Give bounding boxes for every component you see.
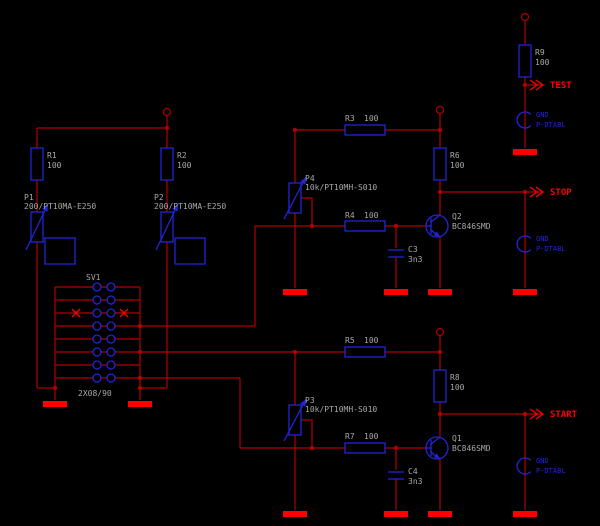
ground-bar [283,289,307,295]
net-flag-test[interactable]: TEST [529,79,572,91]
gnd-pad-value: P-DTABL [536,467,566,475]
resistor-r6[interactable]: R6 100 [433,147,465,181]
ground-bar [283,511,307,517]
value: 10k/PT10MH-S010 [305,183,377,192]
refdes: SV1 [86,273,101,282]
refdes: C4 [408,467,418,476]
resistor-r9[interactable]: R9 100 [518,44,550,78]
no-connect-cross [71,308,129,318]
refdes: Q2 [452,212,462,221]
resistor-r7[interactable]: R7 100 [344,432,386,454]
gnd-pad-stop[interactable]: GND P-DTABL [513,235,566,295]
refdes: R8 [450,373,460,382]
refdes: C3 [408,245,418,254]
net-label: START [550,410,578,420]
refdes: R3 [345,114,355,123]
ground-bar [513,511,537,517]
ground-bar [384,511,408,517]
gnd-pad-value: P-DTABL [536,245,566,253]
value: 100 [47,161,62,170]
supply-node-test[interactable] [520,12,530,22]
refdes: R4 [345,211,355,220]
value: 100 [364,211,379,220]
value: BC846SMD [452,444,491,453]
capacitor-c3[interactable]: C3 3n3 [388,245,423,264]
trimmer-p3[interactable]: P3 10k/PT10MH-S010 [283,396,377,442]
value: 100 [177,161,192,170]
value: 100 [450,383,465,392]
value: BC846SMD [452,222,491,231]
value: 100 [364,336,379,345]
resistor-r4[interactable]: R4 100 [344,211,386,232]
ground-bar [513,289,537,295]
value: 200/PT10MA-E250 [24,202,96,211]
gnd-pad-name: GND [536,111,549,119]
resistor-r8[interactable]: R8 100 [433,369,465,403]
capacitor-c4[interactable]: C4 3n3 [388,467,423,486]
ground-symbols [43,289,452,517]
wire-segments [36,20,543,510]
supply-node-stop[interactable] [435,105,445,115]
trimmer-p1[interactable]: P1 200/PT10MA-E250 [24,193,96,265]
resistor-r5[interactable]: R5 100 [344,336,386,358]
resistor-r1[interactable]: R1 100 [30,147,62,181]
supply-node-left[interactable] [162,107,172,117]
refdes: R5 [345,336,355,345]
refdes: P4 [305,174,315,183]
connector-sv1[interactable]: SV1 2X08/90 [71,273,129,398]
refdes: R6 [450,151,460,160]
ground-bar [43,401,67,407]
refdes: P3 [305,396,315,405]
net-flag-start[interactable]: START [529,408,578,420]
supply-node-start[interactable] [435,327,445,337]
value: 3n3 [408,255,423,264]
net-label: STOP [550,188,572,198]
value: 10k/PT10MH-S010 [305,405,377,414]
ground-bar [128,401,152,407]
refdes: R9 [535,48,545,57]
refdes: P1 [24,193,34,202]
gnd-pad-name: GND [536,457,549,465]
resistor-r3[interactable]: R3 100 [344,114,386,136]
value: 100 [364,114,379,123]
value: 2X08/90 [78,389,112,398]
refdes: P2 [154,193,164,202]
net-label: TEST [550,81,572,91]
gnd-pad-value: P-DTABL [536,121,566,129]
value: 100 [535,58,550,67]
ground-bar [384,289,408,295]
trimmer-p4[interactable]: P4 10k/PT10MH-S010 [283,174,377,220]
refdes: R7 [345,432,355,441]
transistor-q2[interactable]: Q2 BC846SMD [425,212,491,238]
value: 3n3 [408,477,423,486]
transistor-q1[interactable]: Q1 BC846SMD [425,434,491,460]
value: 100 [450,161,465,170]
gnd-pad-start[interactable]: GND P-DTABL [513,457,566,517]
gnd-pad-name: GND [536,235,549,243]
gnd-pad-test[interactable]: GND P-DTABL [513,111,566,155]
value: 200/PT10MA-E250 [154,202,226,211]
value: 100 [364,432,379,441]
ground-bar [428,289,452,295]
resistor-r2[interactable]: R2 100 [160,147,192,181]
ground-bar [428,511,452,517]
refdes: R1 [47,151,57,160]
refdes: Q1 [452,434,462,443]
net-flag-stop[interactable]: STOP [529,186,572,198]
refdes: R2 [177,151,187,160]
trimmer-p2[interactable]: P2 200/PT10MA-E250 [154,193,226,265]
ground-bar [513,149,537,155]
